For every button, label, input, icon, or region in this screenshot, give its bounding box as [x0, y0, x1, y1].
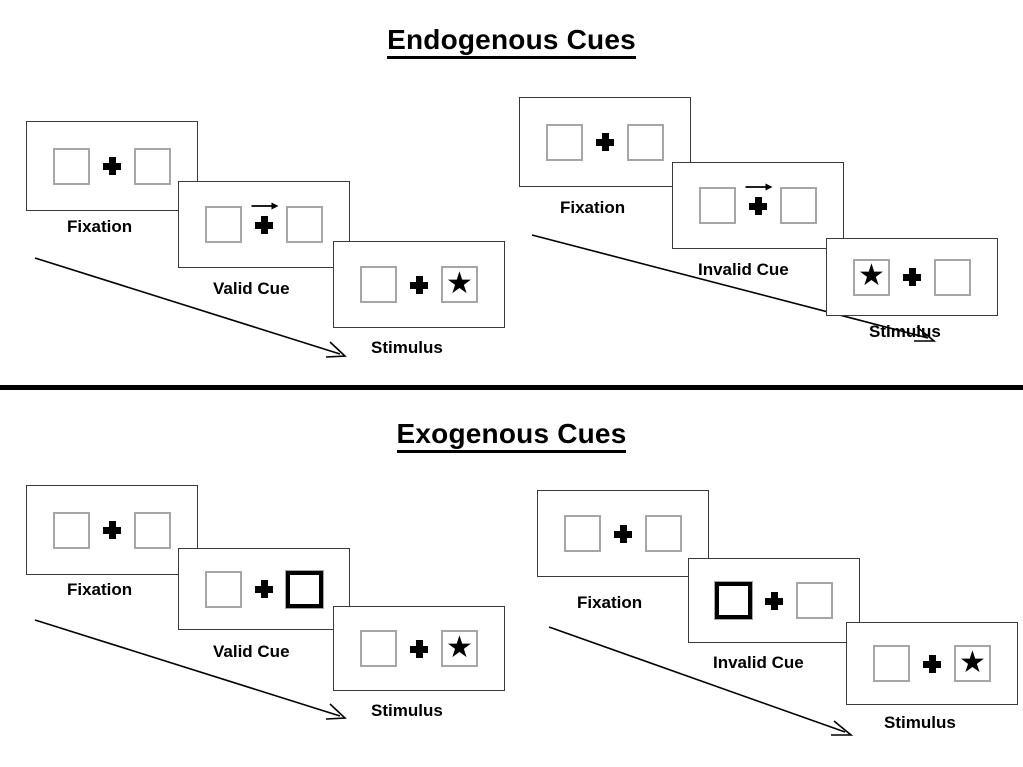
caption-endogenous-valid-fixation: Fixation	[67, 217, 133, 236]
left-box: ★	[853, 258, 890, 296]
fixation-area	[752, 591, 796, 610]
fixation-cross-icon	[103, 521, 121, 539]
right-box	[286, 206, 323, 243]
frame-content: ★	[360, 630, 478, 667]
time-arrow-exogenous-valid	[34, 619, 347, 720]
right-box	[627, 123, 664, 161]
section-title-endogenous-text: Endogenous Cues	[387, 24, 636, 59]
caption-endogenous-invalid-stimulus: Stimulus	[869, 322, 941, 341]
section-title-endogenous: Endogenous Cues	[0, 24, 1023, 59]
trial-frame-endogenous-valid-fixation	[26, 121, 198, 211]
caption-exogenous-invalid-stimulus: Stimulus	[884, 713, 956, 732]
right-box	[780, 187, 817, 224]
frame-content: ★	[853, 258, 971, 296]
trial-frame-exogenous-invalid-fixation	[537, 490, 709, 577]
left-box-cued	[715, 582, 752, 619]
trial-frame-endogenous-valid-cue	[178, 181, 350, 268]
fixation-area	[397, 639, 441, 658]
fixation-area	[397, 275, 441, 294]
fixation-area	[890, 268, 934, 286]
caption-endogenous-valid-cue: Valid Cue	[213, 279, 290, 298]
arrow-right-icon	[745, 183, 773, 190]
fixation-area	[601, 524, 645, 543]
trial-frame-exogenous-valid-stimulus: ★	[333, 606, 505, 691]
frame-content	[715, 582, 833, 619]
trial-frame-exogenous-invalid-stimulus: ★	[846, 622, 1018, 705]
fixation-cross-icon	[255, 215, 273, 234]
frame-content	[205, 202, 323, 243]
caption-exogenous-valid-fixation: Fixation	[67, 580, 133, 599]
trial-frame-endogenous-invalid-stimulus: ★	[826, 238, 998, 316]
right-box	[134, 511, 171, 549]
fixation-area	[242, 580, 286, 598]
fixation-cross-icon	[923, 654, 941, 673]
left-box	[53, 511, 90, 549]
frame-content	[205, 570, 323, 608]
fixation-cross-icon	[255, 580, 273, 598]
caption-exogenous-invalid-fixation: Fixation	[577, 593, 643, 612]
fixation-area	[583, 133, 627, 151]
frame-content	[53, 147, 171, 185]
time-arrow-endogenous-valid	[34, 257, 347, 358]
section-title-exogenous-text: Exogenous Cues	[396, 418, 627, 453]
caption-exogenous-valid-stimulus: Stimulus	[371, 701, 443, 720]
star-icon: ★	[858, 259, 885, 292]
right-box: ★	[954, 645, 991, 682]
frame-content	[699, 183, 817, 224]
section-title-exogenous: Exogenous Cues	[0, 418, 1023, 453]
time-arrow-endogenous-invalid	[531, 234, 937, 342]
fixation-area	[90, 157, 134, 175]
left-box	[53, 147, 90, 185]
frame-content: ★	[873, 645, 991, 682]
trial-frame-endogenous-invalid-fixation	[519, 97, 691, 187]
section-divider	[0, 385, 1023, 390]
time-arrow-exogenous-invalid	[548, 626, 854, 736]
fixation-cross-icon	[614, 524, 632, 543]
fixation-area	[910, 654, 954, 673]
left-box	[360, 630, 397, 667]
fixation-cross-icon	[749, 196, 767, 215]
fixation-cross-icon	[765, 591, 783, 610]
right-box	[645, 515, 682, 552]
fixation-cross-icon	[903, 268, 921, 286]
fixation-area	[736, 183, 780, 215]
left-box	[699, 187, 736, 224]
frame-content	[546, 123, 664, 161]
trial-frame-exogenous-invalid-cue	[688, 558, 860, 643]
fixation-area	[242, 202, 286, 234]
frame-content: ★	[360, 266, 478, 303]
left-box	[564, 515, 601, 552]
arrow-right-icon	[251, 202, 279, 209]
fixation-cross-icon	[410, 275, 428, 294]
left-box	[205, 206, 242, 243]
caption-exogenous-valid-cue: Valid Cue	[213, 642, 290, 661]
right-box: ★	[441, 630, 478, 667]
star-icon: ★	[446, 266, 473, 300]
trial-frame-endogenous-invalid-cue	[672, 162, 844, 249]
trial-frame-exogenous-valid-cue	[178, 548, 350, 630]
fixation-cross-icon	[596, 133, 614, 151]
right-box	[934, 258, 971, 296]
caption-endogenous-valid-stimulus: Stimulus	[371, 338, 443, 357]
left-box	[546, 123, 583, 161]
right-box-cued	[286, 570, 323, 608]
left-box	[205, 570, 242, 608]
fixation-cross-icon	[410, 639, 428, 658]
trial-frame-exogenous-valid-fixation	[26, 485, 198, 575]
right-box	[796, 582, 833, 619]
left-box	[360, 266, 397, 303]
left-box	[873, 645, 910, 682]
star-icon: ★	[959, 645, 986, 679]
caption-exogenous-invalid-cue: Invalid Cue	[713, 653, 804, 672]
fixation-area	[90, 521, 134, 539]
fixation-cross-icon	[103, 157, 121, 175]
frame-content	[53, 511, 171, 549]
caption-endogenous-invalid-cue: Invalid Cue	[698, 260, 789, 279]
right-box: ★	[441, 266, 478, 303]
frame-content	[564, 515, 682, 552]
right-box	[134, 147, 171, 185]
star-icon: ★	[446, 630, 473, 664]
caption-endogenous-invalid-fixation: Fixation	[560, 198, 626, 217]
trial-frame-endogenous-valid-stimulus: ★	[333, 241, 505, 328]
